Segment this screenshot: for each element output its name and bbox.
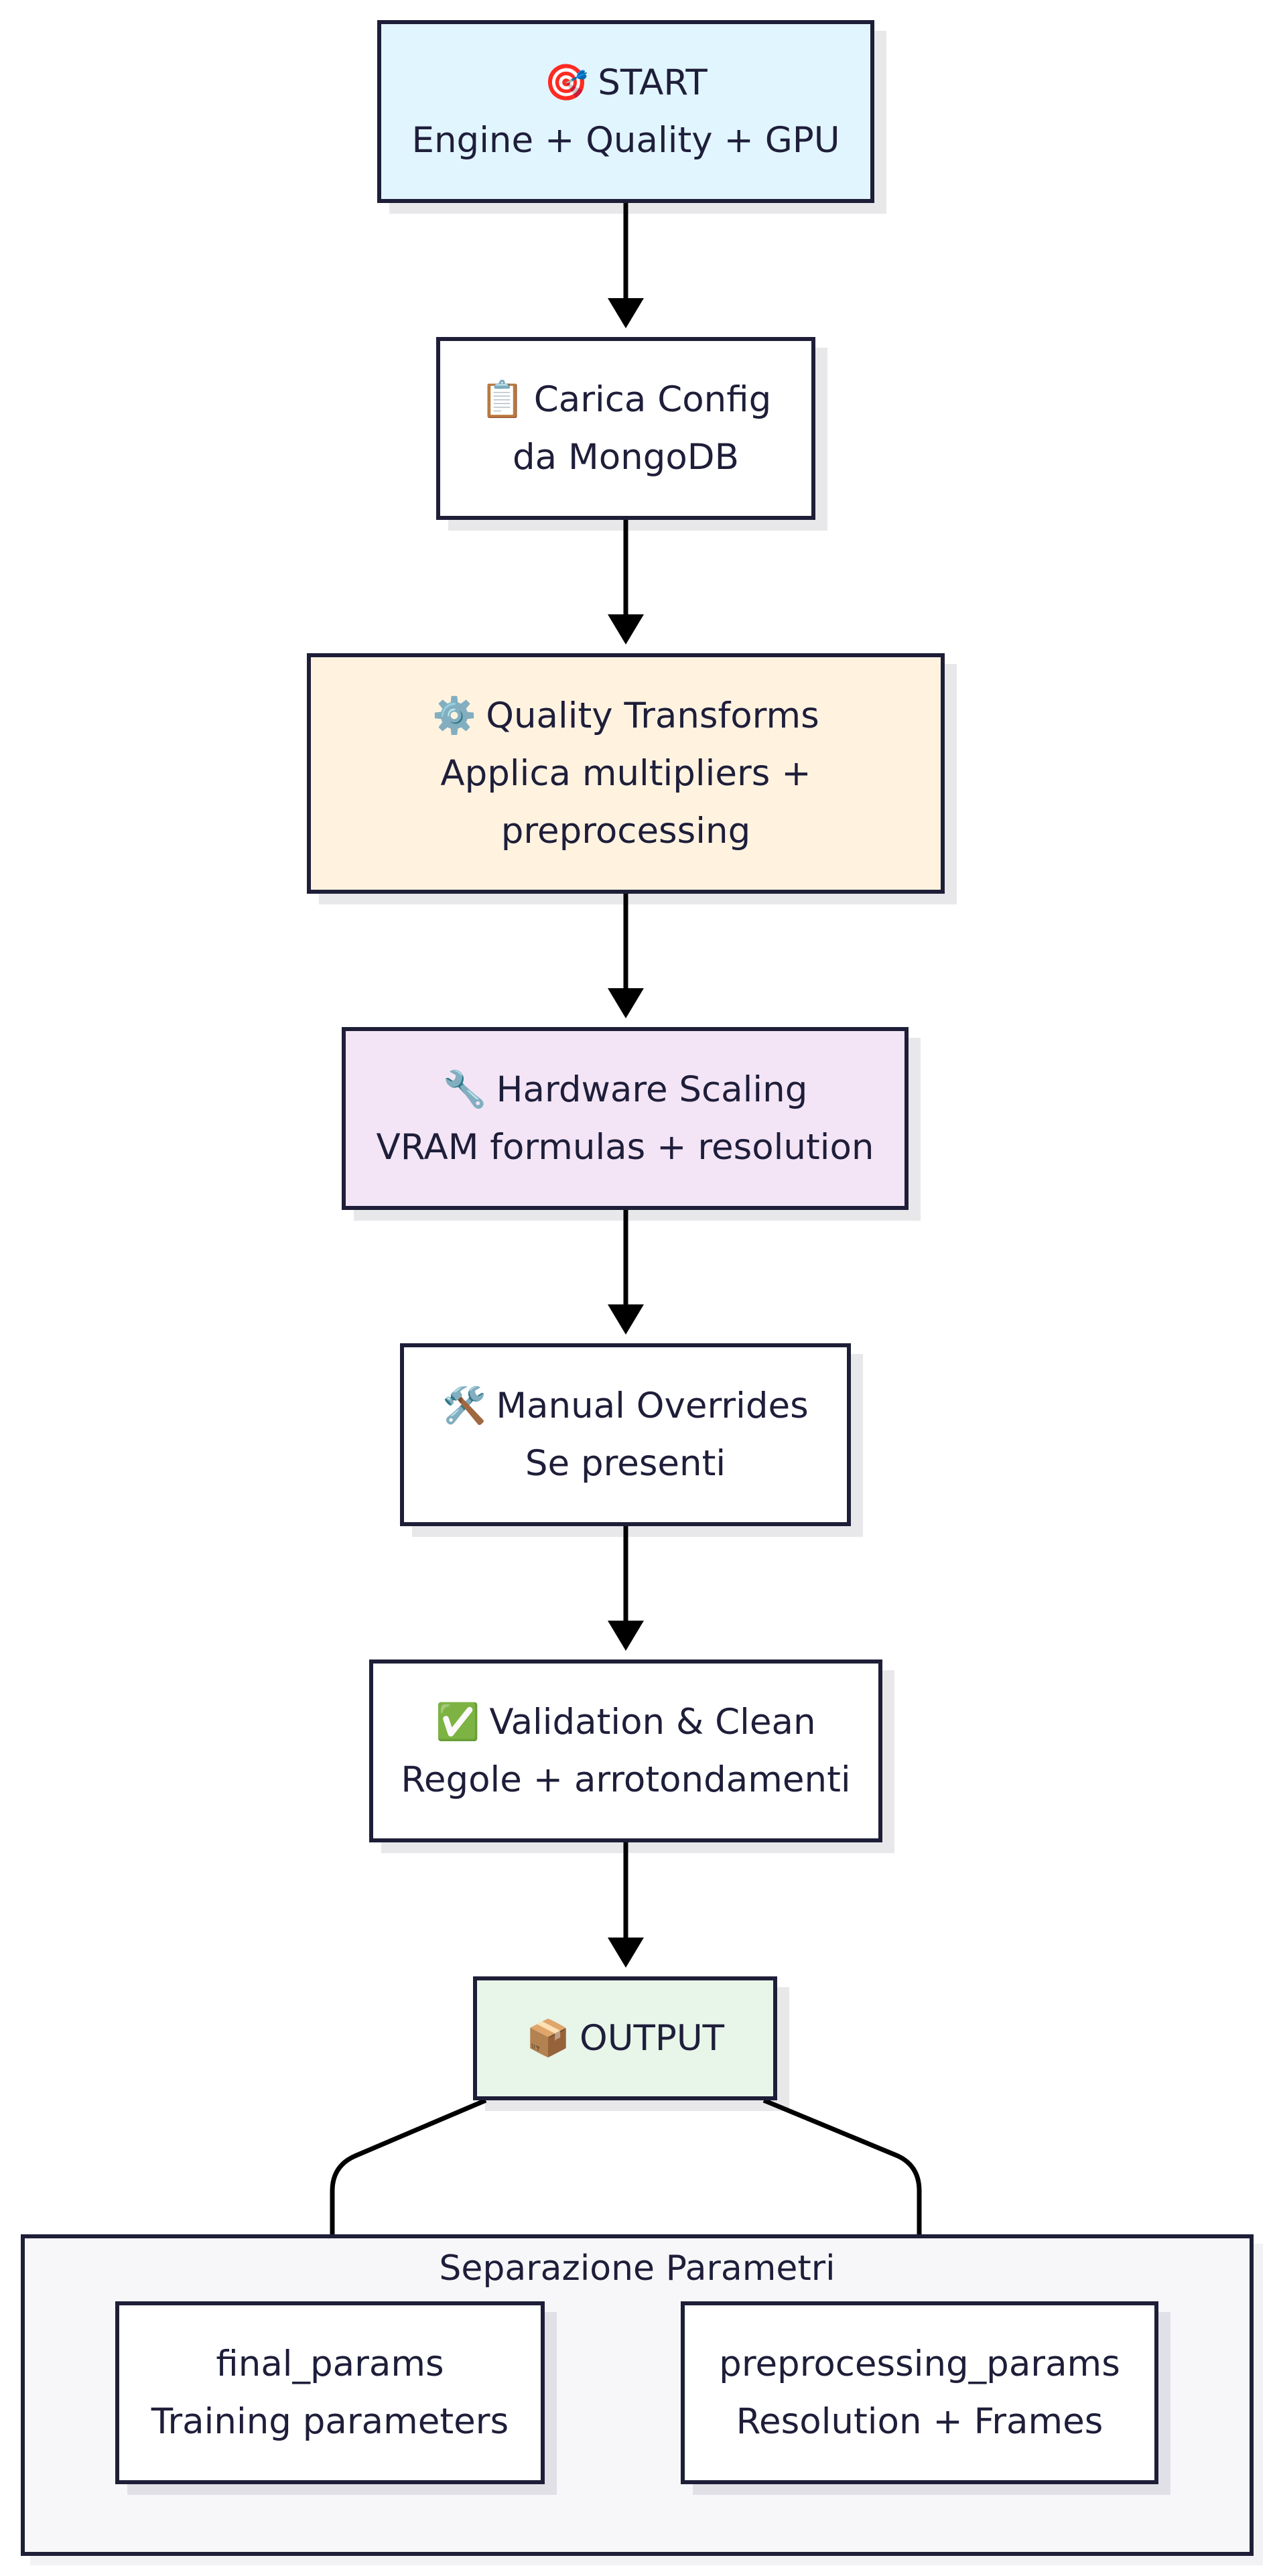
final-params-node: final_params Training parameters xyxy=(115,2301,545,2484)
preprocessing-params-subtitle: Resolution + Frames xyxy=(736,2400,1103,2442)
start-subtitle: Engine + Quality + GPU xyxy=(411,119,840,161)
hammer-wrench-icon: 🛠️ xyxy=(442,1385,487,1426)
output-title-line: 📦OUTPUT xyxy=(526,2010,724,2067)
target-icon: 🎯 xyxy=(544,62,589,103)
carica-title: Carica Config xyxy=(533,379,772,420)
manual-title: Manual Overrides xyxy=(496,1385,809,1426)
quality-transforms-node: ⚙️Quality Transforms Applica multipliers… xyxy=(307,653,945,894)
package-icon: 📦 xyxy=(525,2017,570,2059)
arrowhead-quality xyxy=(608,614,644,645)
output-title: OUTPUT xyxy=(579,2017,724,2059)
validation-title-line: ✅Validation & Clean xyxy=(436,1694,815,1751)
edge-output-preprocessing xyxy=(762,2098,922,2261)
start-title: START xyxy=(598,62,708,103)
manual-title-line: 🛠️Manual Overrides xyxy=(442,1377,808,1435)
hardware-title-line: 🔧Hardware Scaling xyxy=(443,1061,808,1119)
arrowhead-carica xyxy=(608,298,644,328)
validation-title: Validation & Clean xyxy=(489,1701,816,1743)
validation-subtitle: Regole + arrotondamenti xyxy=(401,1759,851,1800)
carica-title-line: 📋Carica Config xyxy=(480,371,772,429)
group-label: Separazione Parametri xyxy=(439,2248,835,2289)
hardware-subtitle: VRAM formulas + resolution xyxy=(376,1126,874,1168)
quality-title-line: ⚙️Quality Transforms xyxy=(432,687,819,745)
output-node: 📦OUTPUT xyxy=(473,1976,777,2100)
final-params-subtitle: Training parameters xyxy=(151,2400,509,2442)
start-title-line: 🎯START xyxy=(544,54,708,112)
hardware-title: Hardware Scaling xyxy=(496,1069,808,1110)
arrowhead-validation xyxy=(608,1621,644,1651)
carica-subtitle: da MongoDB xyxy=(513,436,739,478)
edge-output-final xyxy=(330,2098,487,2261)
manual-subtitle: Se presenti xyxy=(525,1442,726,1484)
wrench-icon: 🔧 xyxy=(442,1069,487,1110)
quality-line2: Applica multipliers + xyxy=(440,752,811,794)
final-params-title: final_params xyxy=(216,2343,444,2384)
arrowhead-hardware xyxy=(608,988,644,1018)
hardware-scaling-node: 🔧Hardware Scaling VRAM formulas + resolu… xyxy=(342,1027,909,1210)
manual-overrides-node: 🛠️Manual Overrides Se presenti xyxy=(400,1343,851,1526)
clipboard-icon: 📋 xyxy=(480,379,525,420)
carica-config-node: 📋Carica Config da MongoDB xyxy=(436,337,815,520)
start-node: 🎯START Engine + Quality + GPU xyxy=(377,20,874,203)
check-mark-icon: ✅ xyxy=(436,1701,480,1743)
arrowhead-output xyxy=(608,1938,644,1968)
validation-clean-node: ✅Validation & Clean Regole + arrotondame… xyxy=(369,1659,882,1842)
gear-icon: ⚙️ xyxy=(432,695,477,736)
arrowhead-manual xyxy=(608,1304,644,1335)
quality-line3: preprocessing xyxy=(500,810,751,852)
preprocessing-params-node: preprocessing_params Resolution + Frames xyxy=(681,2301,1158,2484)
preprocessing-params-title: preprocessing_params xyxy=(719,2343,1120,2384)
quality-title: Quality Transforms xyxy=(486,695,819,736)
